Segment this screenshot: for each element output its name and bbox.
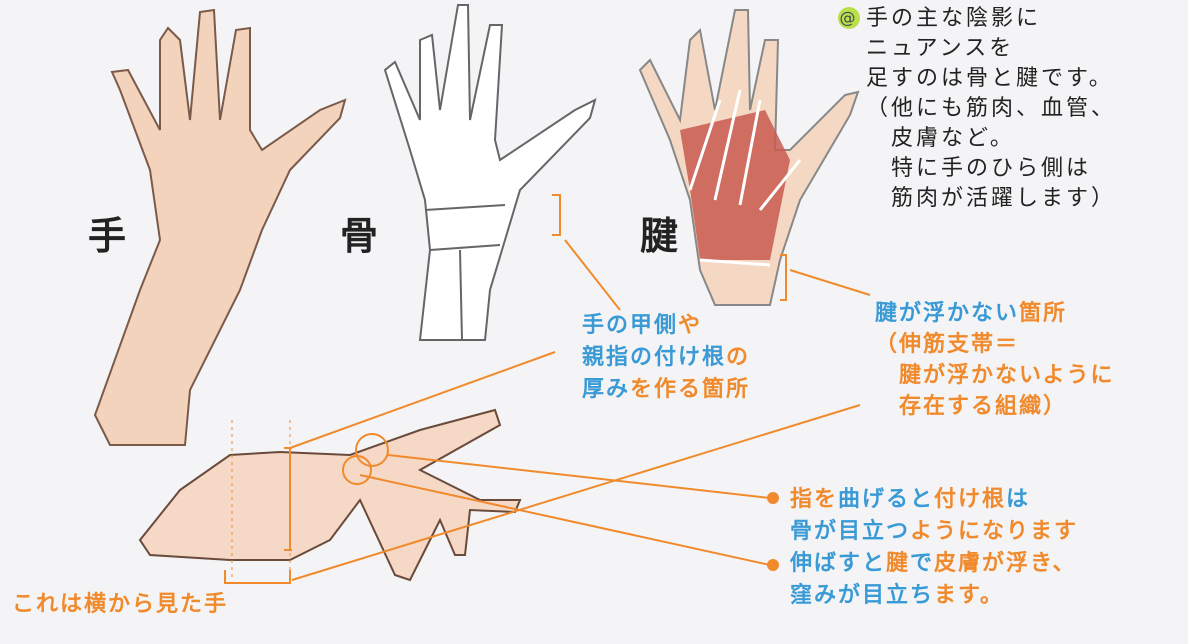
label-segment: 手の甲側 xyxy=(582,313,679,338)
label-line: 窪みが目立ちます。 xyxy=(790,580,1078,612)
note-line: ニュアンスを xyxy=(866,36,1015,61)
label-segment: を作る箇所 xyxy=(630,377,751,402)
label-segment: 皮膚が浮き、 xyxy=(934,551,1077,576)
label-segment: 親指の付け根 xyxy=(582,345,727,370)
label-segment: 腱が浮かない xyxy=(875,301,1020,326)
at-badge-icon: @ xyxy=(838,7,860,29)
label-line: 手の甲側や xyxy=(582,310,750,342)
label-segment: で xyxy=(910,551,935,576)
side-hand-drawing xyxy=(138,408,522,582)
label-segment: や xyxy=(678,313,703,338)
label-line: 親指の付け根の xyxy=(582,342,750,374)
label-line: 腱が浮かないように xyxy=(875,360,1115,391)
thickness-label: 手の甲側や親指の付け根の厚みを作る箇所 xyxy=(582,310,750,406)
label-segment: の xyxy=(726,345,751,370)
label-line: 厚みを作る箇所 xyxy=(582,374,750,406)
label-segment: 曲げると xyxy=(838,487,935,512)
label-line: 骨が目立つようになります xyxy=(790,516,1078,548)
note-line: 皮膚など。 xyxy=(866,126,1015,151)
label-segment: 窪みが目立ち xyxy=(790,583,935,608)
bone-title: 骨 xyxy=(340,214,379,258)
bone-drawing xyxy=(383,4,597,341)
label-line: 伸ばすと腱で皮膚が浮き、 xyxy=(790,548,1078,580)
hand-title: 手 xyxy=(88,214,127,258)
label-segment: 腱 xyxy=(886,551,911,576)
label-segment: 箇所 xyxy=(1019,301,1068,326)
label-segment: ます。 xyxy=(934,583,1004,608)
side-view-label: これは横から見た手 xyxy=(12,592,229,617)
note-line: 手の主な陰影に xyxy=(866,6,1042,31)
label-segment: 付け根 xyxy=(934,487,1007,512)
label-line: 指を曲げると付け根は xyxy=(790,484,1078,516)
tendon-title: 腱 xyxy=(640,214,679,258)
label-line: 腱が浮かない箇所 xyxy=(875,298,1115,329)
label-segment: 伸ばすと xyxy=(790,551,887,576)
note-line: 特に手のひら側は xyxy=(866,156,1092,181)
annotation-lines xyxy=(224,194,871,584)
label-segment: 指を xyxy=(790,487,839,512)
retinaculum-label: 腱が浮かない箇所 （伸筋支帯＝ 腱が浮かないように 存在する組織） xyxy=(875,298,1115,422)
label-segment: 存在する組織） xyxy=(875,394,1068,419)
tendon-drawing xyxy=(638,9,860,306)
shading-note: @ 手の主な陰影に ニュアンスを 足すのは骨と腱です。 （他にも筋肉、血管、 皮膚… xyxy=(838,4,1116,214)
label-segment: 腱が浮かないように xyxy=(875,363,1115,388)
note-line: 筋肉が活躍します） xyxy=(866,186,1117,211)
label-line: 存在する組織） xyxy=(875,391,1115,422)
bend-extend-label: 指を曲げると付け根は骨が目立つようになります伸ばすと腱で皮膚が浮き、窪みが目立ち… xyxy=(790,484,1078,612)
label-segment: 骨が目立つ xyxy=(790,519,911,544)
note-line: （他にも筋肉、血管、 xyxy=(866,96,1117,121)
note-line: 足すのは骨と腱です。 xyxy=(866,66,1114,91)
label-segment: ようになります xyxy=(910,519,1079,544)
label-line: （伸筋支帯＝ xyxy=(875,329,1115,360)
label-segment: 厚み xyxy=(582,377,631,402)
label-segment: （伸筋支帯＝ xyxy=(875,332,1020,357)
label-segment: は xyxy=(1006,487,1031,512)
hand-drawing xyxy=(93,8,347,446)
